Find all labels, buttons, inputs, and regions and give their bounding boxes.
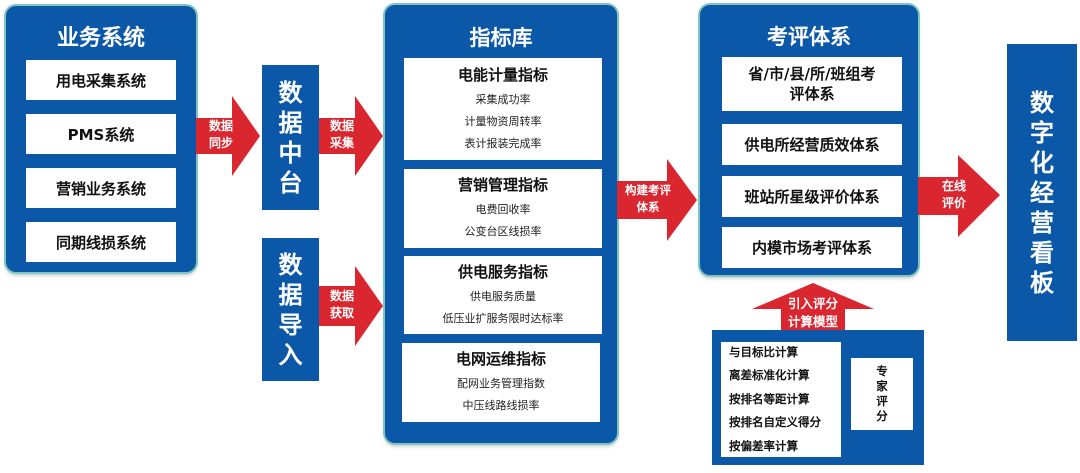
method-item: 按排名等距计算 (729, 391, 810, 406)
arrow-label: 采集 (329, 136, 354, 150)
vertical-char: 字 (1030, 118, 1054, 147)
evaluation-system-panel: 考评体系 省/市/县/所/班组考 评体系 供电所经营质效体系 班站所星级评价体系… (700, 5, 918, 275)
evaluation-system-title: 考评体系 (767, 25, 851, 49)
vertical-char: 数 (1030, 88, 1054, 117)
system-box-collection: 用电采集系统 (26, 60, 176, 100)
vertical-char: 化 (1030, 148, 1054, 177)
arrow-data-collect: 数据采集 (319, 96, 383, 176)
eval-label: 班站所星级评价体系 (744, 188, 880, 206)
method-item: 离差标准化计算 (729, 368, 810, 383)
vertical-char: 看 (1030, 238, 1054, 267)
arrow-label: 计算模型 (787, 314, 838, 329)
vertical-char: 导 (278, 310, 303, 339)
arrow-label: 体系 (636, 200, 660, 214)
vertical-char: 经 (1030, 178, 1054, 207)
vertical-char: 营 (1030, 208, 1054, 237)
calculation-methods-box: 与目标比计算 离差标准化计算 按排名等距计算 按排名自定义得分 按偏差率计算 (721, 342, 841, 457)
vertical-char: 据 (278, 280, 303, 309)
vertical-char: 数 (278, 78, 303, 107)
arrow-label: 数据 (208, 119, 233, 133)
system-label: 营销业务系统 (55, 179, 146, 198)
index-group-title: 电网运维指标 (455, 350, 546, 368)
index-item: 供电服务质量 (470, 289, 536, 303)
vertical-char: 分 (876, 409, 888, 423)
index-item: 中压线路线损率 (462, 399, 540, 412)
vertical-char: 板 (1030, 268, 1054, 297)
arrow-label: 评价 (941, 196, 966, 210)
vertical-char: 数 (278, 250, 303, 279)
arrow-online-evaluation: 在线评价 (918, 155, 1000, 237)
eval-label: 评体系 (789, 85, 835, 103)
business-systems-title: 业务系统 (56, 26, 145, 51)
method-item: 按排名自定义得分 (729, 415, 821, 430)
arrow-build-evaluation: 构建考评体系 (617, 159, 697, 241)
system-box-line-loss: 同期线损系统 (26, 222, 176, 262)
arrow-data-acquire: 数据获取 (319, 266, 383, 346)
scoring-model-panel: 与目标比计算 离差标准化计算 按排名等距计算 按排名自定义得分 按偏差率计算 专… (712, 330, 924, 465)
eval-box-internal-market: 内模市场考评体系 (722, 227, 902, 268)
right-arrow-icon (319, 96, 383, 176)
system-label: 同期线损系统 (55, 233, 146, 252)
system-label: PMS系统 (67, 125, 135, 144)
arrow-data-sync: 数据同步 (196, 96, 260, 176)
vertical-char: 台 (278, 168, 303, 197)
data-import-box: 数 据 导 入 (262, 238, 319, 381)
arrow-label: 数据 (329, 119, 354, 133)
right-arrow-icon (196, 96, 260, 176)
vertical-char: 据 (278, 108, 303, 137)
index-group-marketing: 营销管理指标 电费回收率 公变台区线损率 (404, 169, 602, 248)
arrow-label: 引入评分 (787, 296, 838, 311)
right-arrow-icon (918, 155, 1000, 237)
arrow-import-scoring-model: 引入评分计算模型 (752, 283, 874, 333)
expert-scoring-box: 专 家 评 分 (851, 358, 913, 430)
arrow-label: 同步 (208, 136, 233, 150)
eval-box-quality: 供电所经营质效体系 (722, 124, 902, 165)
method-item: 与目标比计算 (729, 344, 798, 359)
eval-box-hierarchy: 省/市/县/所/班组考 评体系 (722, 57, 902, 111)
right-arrow-icon (319, 266, 383, 346)
eval-label: 供电所经营质效体系 (744, 136, 880, 154)
index-group-grid-ops: 电网运维指标 配网业务管理指数 中压线路线损率 (402, 343, 600, 422)
vertical-char: 中 (278, 138, 303, 167)
index-item: 表计报装完成率 (464, 136, 542, 150)
eval-label: 省/市/县/所/班组考 (748, 65, 876, 83)
business-systems-panel: 业务系统 用电采集系统 PMS系统 营销业务系统 同期线损系统 (6, 6, 196, 272)
index-group-service: 供电服务指标 供电服务质量 低压业扩服务限时达标率 (404, 256, 602, 334)
eval-box-star-rating: 班站所星级评价体系 (722, 176, 902, 217)
system-label: 用电采集系统 (55, 71, 146, 90)
index-group-title: 电能计量指标 (457, 65, 548, 84)
index-library-panel: 指标库 电能计量指标 采集成功率 计量物资周转率 表计报装完成率 营销管理指标 … (385, 5, 617, 443)
system-box-pms: PMS系统 (26, 114, 176, 154)
eval-label: 内模市场考评体系 (751, 239, 872, 257)
index-library-title: 指标库 (469, 26, 533, 50)
data-middle-platform-box: 数 据 中 台 (262, 65, 319, 210)
index-group-title: 营销管理指标 (457, 176, 548, 194)
index-item: 电费回收率 (475, 203, 531, 216)
method-item: 按偏差率计算 (729, 438, 798, 453)
index-item: 采集成功率 (475, 92, 531, 106)
arrow-label: 构建考评 (625, 183, 671, 197)
vertical-char: 入 (278, 340, 303, 369)
index-item: 低压业扩服务限时达标率 (442, 311, 564, 325)
up-arrow-icon (752, 283, 874, 333)
right-arrow-icon (617, 159, 697, 241)
vertical-char: 评 (876, 394, 888, 408)
arrow-label: 获取 (329, 306, 354, 320)
vertical-char: 专 (876, 364, 888, 378)
digital-dashboard-box: 数 字 化 经 营 看 板 (1007, 44, 1077, 341)
system-box-marketing: 营销业务系统 (26, 168, 176, 208)
index-group-metering: 电能计量指标 采集成功率 计量物资周转率 表计报装完成率 (404, 58, 602, 160)
vertical-char: 家 (876, 379, 888, 393)
index-item: 公变台区线损率 (464, 225, 542, 238)
index-item: 配网业务管理指数 (457, 377, 545, 390)
index-group-title: 供电服务指标 (457, 262, 548, 281)
arrow-label: 数据 (329, 289, 354, 303)
index-item: 计量物资周转率 (464, 114, 542, 128)
arrow-label: 在线 (941, 179, 966, 193)
